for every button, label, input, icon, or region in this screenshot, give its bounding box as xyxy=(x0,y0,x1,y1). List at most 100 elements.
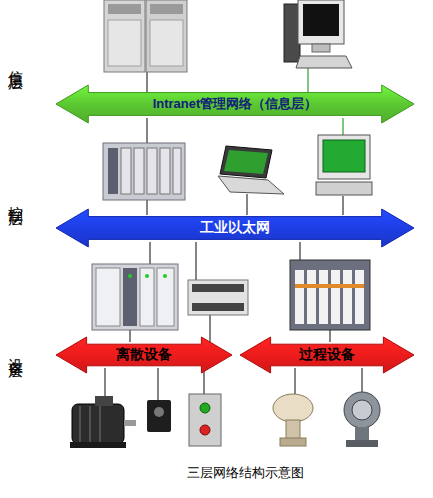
layer-label: 信息层 xyxy=(6,58,25,67)
plc-module xyxy=(140,268,154,326)
io-body xyxy=(188,280,248,315)
io-terminals xyxy=(192,284,244,292)
dcs-module xyxy=(295,270,304,324)
network-band: 过程设备 xyxy=(240,337,414,373)
monitor-body xyxy=(318,135,370,179)
band-label: 工业以太网 xyxy=(200,220,270,235)
plc-module xyxy=(157,268,174,326)
keyboard xyxy=(296,56,352,68)
wire xyxy=(104,368,105,400)
dcs-module xyxy=(319,270,328,324)
dcs-module xyxy=(355,270,364,324)
cabinet-door xyxy=(150,20,183,66)
cabinet-panel xyxy=(150,4,183,14)
process-transmitter xyxy=(273,394,313,446)
transmitter-neck xyxy=(286,420,300,440)
motor xyxy=(70,396,136,448)
band-text-box: 离散设备 xyxy=(56,337,232,373)
band-arrow xyxy=(56,337,232,373)
rack-module xyxy=(134,148,144,194)
dcs-module xyxy=(307,270,316,324)
pushbutton-box xyxy=(189,394,221,446)
wire xyxy=(209,315,210,342)
wire xyxy=(146,200,147,215)
layer-label: 控制层 xyxy=(6,194,25,203)
server-cabinet xyxy=(104,0,187,72)
layer-label: 设备层 xyxy=(6,346,25,355)
monitor-screen xyxy=(323,140,365,172)
pc-base xyxy=(316,182,372,195)
sensor-body xyxy=(147,400,171,432)
cabinet-body xyxy=(104,0,145,72)
transmitter-flange xyxy=(346,440,378,447)
rack-module xyxy=(121,148,131,194)
rack-body xyxy=(103,143,185,200)
laptop xyxy=(218,146,284,194)
wire xyxy=(342,118,343,137)
stop-button xyxy=(200,425,210,435)
dcs-stripe xyxy=(295,284,364,288)
status-led xyxy=(145,274,149,278)
wire xyxy=(195,242,196,280)
plc-module xyxy=(123,268,137,326)
cabinet-body xyxy=(146,0,187,72)
rack-module xyxy=(108,148,118,194)
network-band: Intranet管理网络（信息层） xyxy=(56,85,414,123)
wire xyxy=(157,368,158,400)
cabinet-door xyxy=(108,20,141,66)
band-arrow xyxy=(240,337,414,373)
motor-body xyxy=(72,404,124,444)
motor-terminal-box xyxy=(95,396,113,406)
monitor-body xyxy=(298,0,344,44)
cabinet-panel xyxy=(108,4,141,14)
wire xyxy=(146,72,147,92)
transmitter-face xyxy=(352,400,372,420)
rack-module xyxy=(173,148,181,194)
network-band: 工业以太网 xyxy=(56,209,414,247)
dcs-module xyxy=(331,270,340,324)
band-text-box: 工业以太网 xyxy=(56,209,414,247)
wire xyxy=(361,368,362,392)
monitor-stand xyxy=(312,44,330,52)
band-arrow xyxy=(56,209,414,247)
plc-controller xyxy=(92,264,178,330)
wire xyxy=(294,368,295,394)
wire xyxy=(146,118,147,145)
network-band: 离散设备 xyxy=(56,337,232,373)
wire xyxy=(246,194,247,215)
pushbutton-station xyxy=(189,394,221,446)
motor-fin xyxy=(80,406,81,442)
wire xyxy=(149,242,150,264)
sensor xyxy=(147,400,171,432)
sensor-lens xyxy=(154,407,164,417)
transmitter-neck xyxy=(355,427,369,441)
motor-shaft xyxy=(124,420,136,426)
wire xyxy=(307,68,308,92)
motor-foot xyxy=(70,442,126,448)
rack-module xyxy=(147,148,157,194)
motor-fin xyxy=(90,406,91,442)
wire xyxy=(129,330,130,342)
dcs-controller xyxy=(290,260,370,330)
status-led xyxy=(128,274,132,278)
wire xyxy=(299,242,300,262)
laptop-screen xyxy=(224,150,268,174)
band-label: 过程设备 xyxy=(299,347,355,362)
start-button xyxy=(200,403,210,413)
io-terminals xyxy=(192,303,244,311)
transmitter-head xyxy=(273,394,313,422)
transmitter-flange xyxy=(280,438,306,446)
plc-body xyxy=(92,264,178,330)
status-led xyxy=(163,274,167,278)
desktop-computer xyxy=(284,0,352,68)
laptop-lid xyxy=(220,146,272,178)
band-arrow xyxy=(56,85,414,123)
laptop-base xyxy=(218,176,284,194)
band-text-box: Intranet管理网络（信息层） xyxy=(56,85,414,123)
transmitter-head xyxy=(344,392,380,428)
band-label: Intranet管理网络（信息层） xyxy=(153,97,318,111)
dcs-frame xyxy=(290,260,370,330)
wire xyxy=(342,196,343,215)
